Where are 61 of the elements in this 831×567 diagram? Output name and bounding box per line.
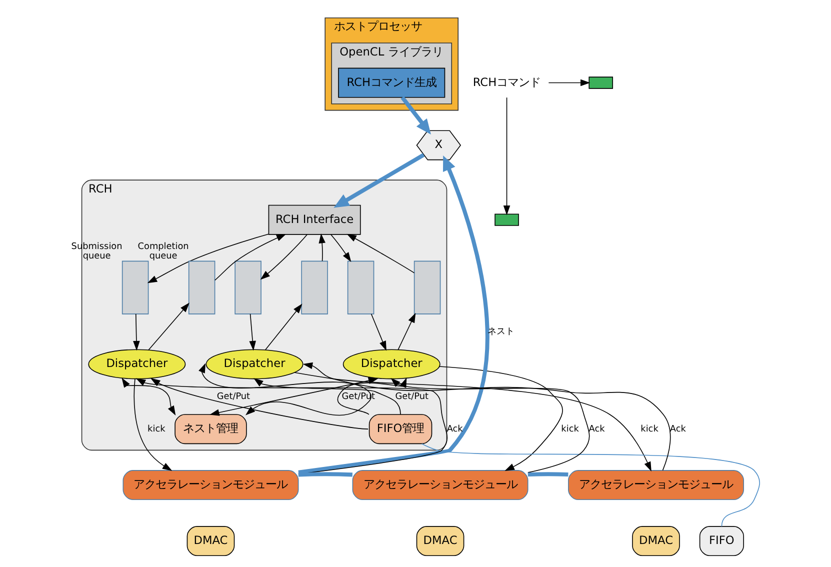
connector (421, 443, 760, 527)
edge-label: Ack (588, 424, 605, 434)
node-ellipse: Dispatcher (342, 349, 440, 380)
arrow (214, 234, 286, 281)
edge-label: Get/Put (216, 392, 250, 402)
node-ellipse: Dispatcher (88, 349, 186, 380)
arrow (254, 378, 401, 415)
arrow (150, 378, 368, 430)
edge-label: kick (561, 424, 579, 434)
node-box: アクセラレーションモジュール (122, 470, 299, 500)
connector (528, 472, 568, 476)
arrow (503, 97, 510, 216)
node-box: DMAC (186, 526, 235, 556)
arrow (210, 377, 378, 416)
arrow (318, 233, 326, 262)
arrow (148, 302, 190, 350)
edge-label: kick (640, 424, 658, 434)
node-ellipse: Dispatcher (206, 349, 304, 380)
node-box (188, 260, 216, 314)
node-box: アクセラレーションモジュール (568, 470, 744, 500)
node-box (347, 260, 374, 314)
node-box: DMAC (416, 526, 464, 556)
arrow (134, 378, 172, 471)
node-box (414, 260, 441, 314)
node-box: RCH Interface (268, 204, 361, 235)
arrow (133, 314, 140, 351)
edge-label: Ack (670, 424, 686, 434)
arrow (330, 234, 352, 262)
arrow (334, 153, 425, 208)
arrow (548, 79, 590, 86)
node-box: FIFO管理 (368, 414, 432, 444)
node-box (301, 260, 328, 314)
arrow (302, 362, 671, 471)
node-box (494, 214, 519, 226)
node-label: Completion queue (138, 242, 189, 262)
arrow (439, 366, 563, 471)
arrow (370, 314, 386, 351)
node-box: アクセラレーションモジュール (352, 470, 528, 500)
node-box: FIFO (699, 526, 744, 556)
connector (298, 472, 352, 477)
arrow (294, 372, 652, 472)
arrow (400, 96, 431, 134)
arrow (122, 378, 176, 416)
arrow (249, 314, 256, 351)
arrow (298, 155, 490, 474)
node-box: RCHコマンド生成 (338, 68, 446, 98)
node-box: DMAC (632, 526, 680, 556)
arrow (260, 234, 308, 280)
arrow (147, 234, 269, 284)
arrow (398, 312, 416, 350)
arrow (346, 234, 415, 274)
edge-label: Ack (446, 424, 463, 434)
edge-label: kick (148, 424, 166, 434)
arrow (264, 304, 302, 350)
node-box: ネスト管理 (174, 414, 247, 444)
arrow (198, 363, 372, 416)
node-box (588, 76, 614, 89)
node-box (122, 260, 149, 314)
node-box (234, 260, 262, 314)
node-text: RCHコマンド (472, 74, 541, 89)
edge-label: Get/Put (395, 392, 428, 402)
